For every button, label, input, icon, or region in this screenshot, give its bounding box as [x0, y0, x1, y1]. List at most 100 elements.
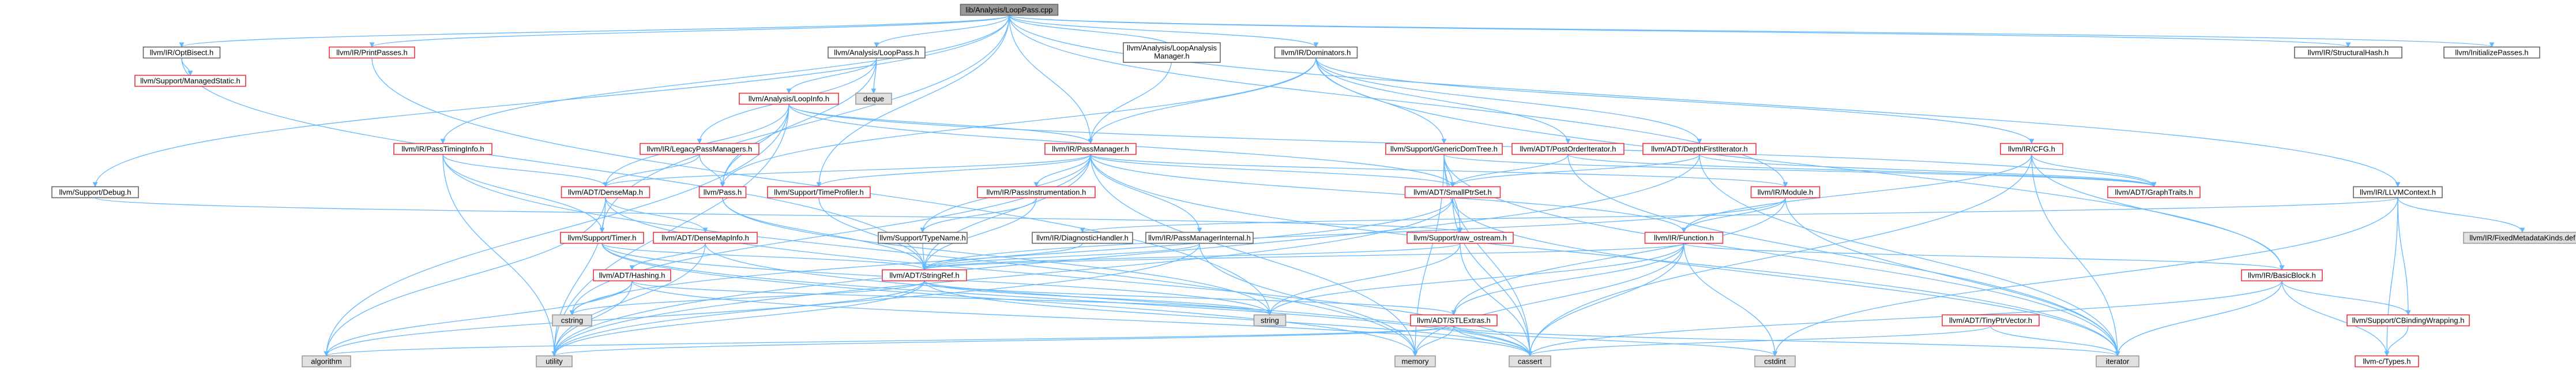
- node-label: llvm/Analysis/LoopAnalysis: [1127, 43, 1217, 52]
- node-densemap[interactable]: llvm/ADT/DenseMap.h: [561, 186, 650, 199]
- node-dominators[interactable]: llvm/IR/Dominators.h: [1274, 46, 1358, 59]
- node-box: [2443, 46, 2540, 59]
- node-label: llvm/ADT/DenseMap.h: [568, 188, 643, 196]
- node-label: llvm/Support/raw_ostream.h: [1413, 233, 1507, 242]
- edge-debug-to-rawostream: [95, 197, 1462, 233]
- node-stlextras[interactable]: llvm/ADT/STLExtras.h: [1410, 314, 1498, 327]
- node-initpasses[interactable]: llvm/InitializePasses.h: [2443, 46, 2540, 59]
- node-densemapinfo[interactable]: llvm/ADT/DenseMapInfo.h: [653, 231, 758, 244]
- edge-basicblock-to-cbindingwrapping: [2281, 281, 2411, 316]
- node-cstdint: cstdint: [1754, 355, 1796, 368]
- edge-smallptrset-to-iterator: [1452, 197, 2120, 357]
- node-box: [2346, 314, 2470, 327]
- edge-function-to-string: [1267, 243, 1684, 316]
- node-llvmcontext[interactable]: llvm/IR/LLVMContext.h: [2353, 186, 2443, 199]
- edge-cfg-to-basicblock: [2031, 154, 2285, 271]
- edge-passmgrinternal-to-stringref: [922, 242, 1200, 271]
- node-label: llvm/IR/DiagnosticHandler.h: [1036, 233, 1129, 242]
- node-box: [1274, 46, 1358, 59]
- node-box: [1511, 143, 1624, 155]
- edge-root-to-looppass: [874, 15, 1010, 48]
- node-box: [2107, 186, 2201, 199]
- edge-root-to-dominators: [1009, 14, 1319, 48]
- node-module[interactable]: llvm/IR/Module.h: [1750, 186, 1821, 199]
- node-loopinfo[interactable]: llvm/Analysis/LoopInfo.h: [739, 92, 839, 105]
- node-looppass[interactable]: llvm/Analysis/LoopPass.h: [828, 46, 926, 59]
- node-legacypassmgrs[interactable]: llvm/IR/LegacyPassManagers.h: [640, 143, 759, 155]
- edge-dominators-to-passmanager: [1088, 58, 1317, 144]
- node-box: [2353, 186, 2443, 199]
- node-passtiminginfo[interactable]: llvm/IR/PassTimingInfo.h: [393, 143, 492, 155]
- node-postorderiter[interactable]: llvm/ADT/PostOrderIterator.h: [1511, 143, 1624, 155]
- node-structhash[interactable]: llvm/IR/StructuralHash.h: [2294, 46, 2402, 59]
- node-printpasses[interactable]: llvm/IR/PrintPasses.h: [329, 46, 415, 59]
- edge-stlextras-to-algorithm: [324, 325, 1454, 357]
- node-cfg[interactable]: llvm/IR/CFG.h: [2000, 143, 2063, 155]
- node-diaghandler[interactable]: llvm/IR/DiagnosticHandler.h: [1032, 231, 1133, 244]
- node-root[interactable]: lib/Analysis/LoopPass.cpp: [960, 3, 1059, 16]
- node-pass[interactable]: llvm/Pass.h: [698, 186, 747, 199]
- edge-root-to-initpasses: [1009, 14, 2494, 48]
- node-hashing[interactable]: llvm/ADT/Hashing.h: [593, 269, 671, 282]
- edge-legacypassmgrs-to-densemap: [603, 154, 700, 188]
- node-label: llvm/ADT/STLExtras.h: [1417, 316, 1491, 324]
- node-smallptrset[interactable]: llvm/ADT/SmallPtrSet.h: [1404, 186, 1501, 199]
- edge-root-to-optbisect: [179, 14, 1010, 48]
- node-box: [552, 314, 592, 327]
- node-ctypes[interactable]: llvm-c/Types.h: [2355, 355, 2419, 368]
- node-function[interactable]: llvm/IR/Function.h: [1644, 231, 1724, 244]
- edge-densemapinfo-to-cassert: [705, 243, 1533, 357]
- node-label: utility: [546, 357, 563, 365]
- edge-passmanager-to-module: [1090, 154, 1788, 188]
- node-passmgrinternal[interactable]: llvm/IR/PassManagerInternal.h: [1145, 231, 1254, 244]
- node-rawostream[interactable]: llvm/Support/raw_ostream.h: [1407, 231, 1514, 244]
- edge-loopinfo-to-passmanager: [788, 104, 1093, 144]
- node-label: lib/Analysis/LoopPass.cpp: [965, 5, 1052, 14]
- node-passmanager[interactable]: llvm/IR/PassManager.h: [1044, 143, 1137, 155]
- node-cassert: cassert: [1509, 355, 1551, 368]
- node-box: [561, 186, 650, 199]
- node-box: [767, 186, 871, 199]
- edge-passtiminginfo-to-densemap: [442, 154, 608, 188]
- node-graphtraits[interactable]: llvm/ADT/GraphTraits.h: [2107, 186, 2201, 199]
- edge-hashing-to-utility: [551, 281, 633, 357]
- node-stringref[interactable]: llvm/ADT/StringRef.h: [882, 269, 967, 282]
- edge-dominators-to-pass: [720, 58, 1317, 188]
- node-basicblock[interactable]: llvm/IR/BasicBlock.h: [2241, 269, 2323, 282]
- node-timeprofiler[interactable]: llvm/Support/TimeProfiler.h: [767, 186, 871, 199]
- node-passinstr[interactable]: llvm/IR/PassInstrumentation.h: [977, 186, 1096, 199]
- node-depthfirst[interactable]: llvm/ADT/DepthFirstIterator.h: [1642, 143, 1757, 155]
- node-box: [1642, 143, 1757, 155]
- edge-llvmcontext-to-cbindingwrapping: [2397, 197, 2411, 316]
- edge-dominators-to-cfg: [1315, 58, 2035, 144]
- node-managedstatic[interactable]: llvm/Support/ManagedStatic.h: [134, 74, 246, 87]
- node-debug[interactable]: llvm/Support/Debug.h: [51, 186, 139, 199]
- edge-timeprofiler-to-stringref: [818, 197, 927, 271]
- edge-loopinfo-to-algorithm: [324, 104, 789, 357]
- node-label: llvm/IR/Function.h: [1654, 233, 1714, 242]
- edge-densemap-to-utility: [551, 197, 606, 357]
- node-tinyptrvector[interactable]: llvm/ADT/TinyPtrVector.h: [1942, 314, 2040, 327]
- edge-densemapinfo-to-hashing: [629, 243, 706, 271]
- edge-dominators-to-postorderiter: [1315, 58, 1571, 144]
- node-optbisect[interactable]: llvm/IR/OptBisect.h: [142, 46, 221, 59]
- node-timer[interactable]: llvm/Support/Timer.h: [560, 231, 644, 244]
- edge-function-to-stlextras: [1451, 243, 1684, 316]
- node-box: [977, 186, 1096, 199]
- node-cbindingwrapping[interactable]: llvm/Support/CBindingWrapping.h: [2346, 314, 2470, 327]
- node-box: [1942, 314, 2040, 327]
- node-genericdomtree[interactable]: llvm/Support/GenericDomTree.h: [1385, 143, 1503, 155]
- node-box: [329, 46, 415, 59]
- edge-pass-to-string: [722, 197, 1273, 316]
- edge-root-to-module: [1009, 15, 1788, 188]
- node-box: [134, 74, 246, 87]
- edge-looppass-to-loopinfo: [786, 58, 877, 94]
- edge-llvmcontext-to-diaghandler: [1080, 197, 2398, 233]
- edge-passtiminginfo-to-memory: [442, 154, 1418, 357]
- edge-hashing-to-string: [631, 280, 1273, 316]
- node-typename[interactable]: llvm/Support/TypeName.h: [878, 231, 968, 244]
- edge-rawostream-to-stringref: [922, 242, 1461, 271]
- edge-basicblock-to-cassert: [1527, 281, 2282, 357]
